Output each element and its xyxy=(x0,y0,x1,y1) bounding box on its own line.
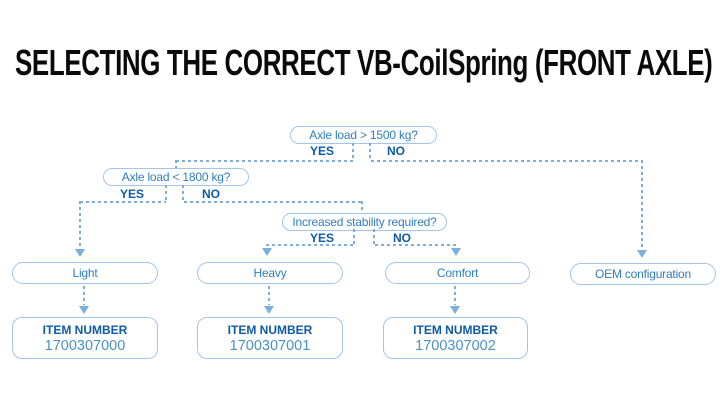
connector-q2-yes-vertical xyxy=(79,201,81,247)
arrow-down-icon xyxy=(262,248,272,256)
arrow-down-icon xyxy=(264,306,274,314)
connector-q3-yes-stub xyxy=(353,229,355,245)
question-node-axle-load-1500: Axle load > 1500 kg? xyxy=(290,126,437,144)
connector-q2-no-stub xyxy=(182,185,184,202)
item-number-box-light: ITEM NUMBER 1700307000 xyxy=(12,317,158,359)
page-title: SELECTING THE CORRECT VB-CoilSpring (FRO… xyxy=(15,42,713,83)
branch-label-no: NO xyxy=(393,231,411,245)
arrow-down-icon xyxy=(451,248,461,256)
item-number-box-comfort: ITEM NUMBER 1700307002 xyxy=(383,317,528,359)
branch-label-yes: YES xyxy=(119,187,144,201)
item-number-heading: ITEM NUMBER xyxy=(227,322,313,337)
arrow-down-icon xyxy=(79,306,89,314)
item-number-heading: ITEM NUMBER xyxy=(413,322,498,337)
branch-label-no: NO xyxy=(202,187,220,201)
branch-label-no: NO xyxy=(387,144,405,158)
connector-comfort-item xyxy=(454,286,456,305)
connector-q1-yes-elbow xyxy=(175,160,177,168)
arrow-down-icon xyxy=(637,250,647,258)
result-node-comfort: Comfort xyxy=(385,262,530,284)
connector-q1-no-horizontal xyxy=(371,160,643,162)
connector-q1-yes-horizontal xyxy=(176,160,353,162)
arrow-down-icon xyxy=(450,306,460,314)
item-number-value: 1700307001 xyxy=(229,337,311,354)
item-number-value: 1700307000 xyxy=(44,337,126,354)
connector-q2-no-horizontal xyxy=(184,201,363,203)
connector-q2-yes-stub xyxy=(165,185,167,202)
connector-q3-yes-horizontal xyxy=(266,244,354,246)
result-node-heavy: Heavy xyxy=(197,262,343,284)
connector-q1-yes-stub xyxy=(352,143,354,161)
connector-q3-no-stub xyxy=(373,229,375,245)
question-node-increased-stability: Increased stability required? xyxy=(282,213,447,231)
item-number-value: 1700307002 xyxy=(415,337,496,354)
connector-q2-yes-horizontal xyxy=(80,201,166,203)
item-number-heading: ITEM NUMBER xyxy=(42,322,128,337)
branch-label-yes: YES xyxy=(309,231,334,245)
connector-light-item xyxy=(83,286,85,305)
connector-q3-no-horizontal xyxy=(375,244,456,246)
arrow-down-icon xyxy=(75,249,85,257)
connector-q1-no-stub xyxy=(369,143,371,161)
connector-q2-no-elbow xyxy=(361,201,363,213)
connector-heavy-item xyxy=(268,286,270,305)
connector-q1-no-vertical xyxy=(641,160,643,249)
branch-label-yes: YES xyxy=(309,144,334,158)
question-node-axle-load-1800: Axle load < 1800 kg? xyxy=(103,168,249,186)
item-number-box-heavy: ITEM NUMBER 1700307001 xyxy=(197,317,343,359)
result-node-light: Light xyxy=(12,262,158,284)
result-node-oem-configuration: OEM configuration xyxy=(570,263,716,285)
